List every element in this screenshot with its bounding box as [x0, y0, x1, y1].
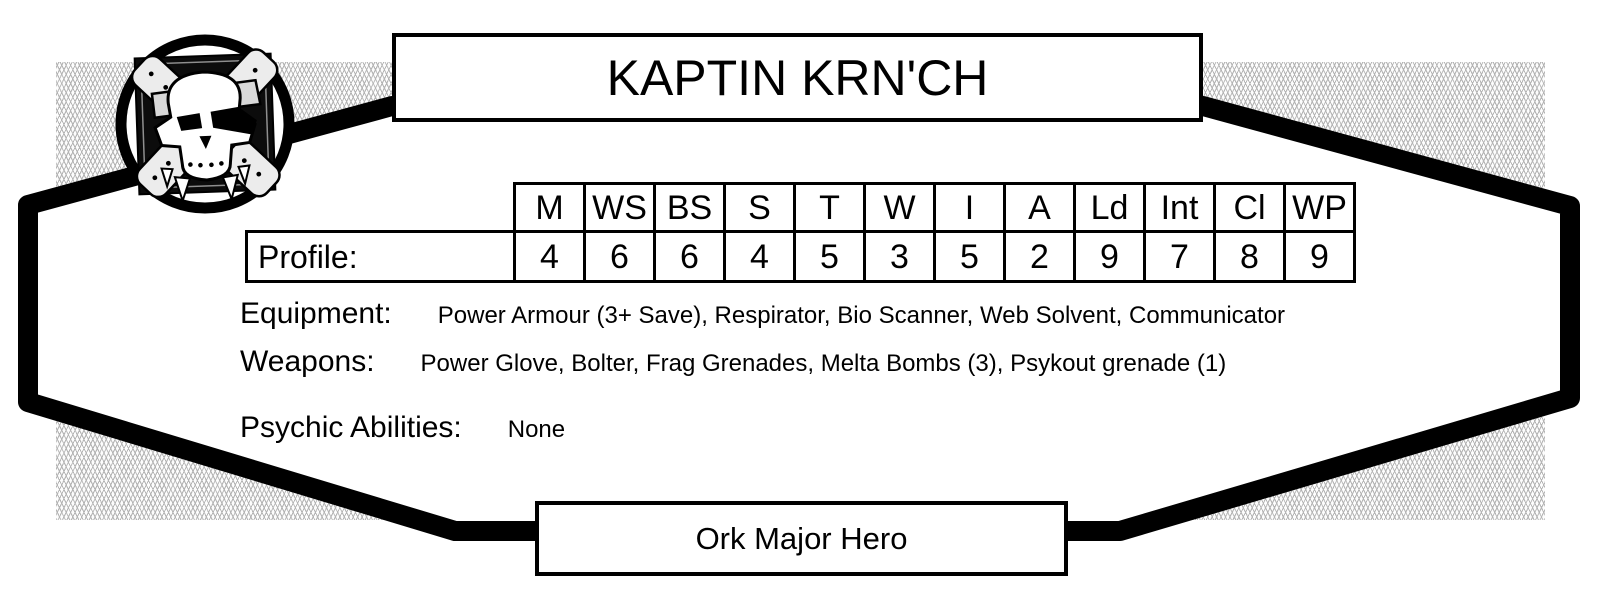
- psychic-abilities-label: Psychic Abilities:: [240, 411, 462, 444]
- stat-header-cell-i: I: [933, 182, 1006, 233]
- stat-header-cell-t: T: [793, 182, 866, 233]
- stat-value-cell-ld: 9: [1073, 230, 1146, 283]
- equipment-label: Equipment:: [240, 297, 392, 330]
- stat-header-cell-wp: WP: [1283, 182, 1356, 233]
- weapons-value: Power Glove, Bolter, Frag Grenades, Melt…: [420, 350, 1227, 377]
- weapons-label: Weapons:: [240, 345, 375, 378]
- stat-header-cell-int: Int: [1143, 182, 1216, 233]
- stat-header-cell-m: M: [513, 182, 586, 233]
- stat-value-cell-wp: 9: [1283, 230, 1356, 283]
- stat-header-row: M WS BS S T W I A Ld Int Cl WP: [247, 182, 1356, 233]
- stat-header-cell-s: S: [723, 182, 796, 233]
- stat-value-cell-ws: 6: [583, 230, 656, 283]
- stat-value-cell-bs: 6: [653, 230, 726, 283]
- psychic-abilities-row: Psychic Abilities: None: [240, 411, 565, 445]
- unit-type-label: Ork Major Hero: [695, 521, 908, 556]
- stat-value-cell-w: 3: [863, 230, 936, 283]
- stat-value-cell-t: 5: [793, 230, 866, 283]
- stat-value-cell-cl: 8: [1213, 230, 1286, 283]
- stat-header-cell-ld: Ld: [1073, 182, 1146, 233]
- ork-skull-glyph-icon: [115, 34, 295, 214]
- stat-header-cell-ws: WS: [583, 182, 656, 233]
- stat-header-cell-cl: Cl: [1213, 182, 1286, 233]
- stat-value-cell-m: 4: [513, 230, 586, 283]
- table-corner-spacer: [247, 184, 515, 232]
- stat-value-cell-int: 7: [1143, 230, 1216, 283]
- stat-header-cell-a: A: [1003, 182, 1076, 233]
- psychic-abilities-value: None: [507, 416, 566, 443]
- stat-value-cell-i: 5: [933, 230, 1006, 283]
- equipment-row: Equipment: Power Armour (3+ Save), Respir…: [240, 297, 1285, 331]
- unit-type-box: Ork Major Hero: [535, 501, 1068, 576]
- weapons-row: Weapons: Power Glove, Bolter, Frag Grenad…: [240, 345, 1226, 379]
- stat-header-cell-bs: BS: [653, 182, 726, 233]
- profile-table: M WS BS S T W I A Ld Int Cl WP Profile: …: [245, 182, 1356, 283]
- stat-value-row: Profile: 4 6 6 4 5 3 5 2 9 7 8 9: [245, 230, 1356, 283]
- page-title: KAPTIN KRN'CH: [606, 49, 989, 106]
- title-box: KAPTIN KRN'CH: [392, 33, 1203, 122]
- profile-row-label: Profile:: [245, 230, 516, 283]
- stat-value-cell-a: 2: [1003, 230, 1076, 283]
- equipment-value: Power Armour (3+ Save), Respirator, Bio …: [437, 302, 1286, 329]
- stat-header-cell-w: W: [863, 182, 936, 233]
- stat-value-cell-s: 4: [723, 230, 796, 283]
